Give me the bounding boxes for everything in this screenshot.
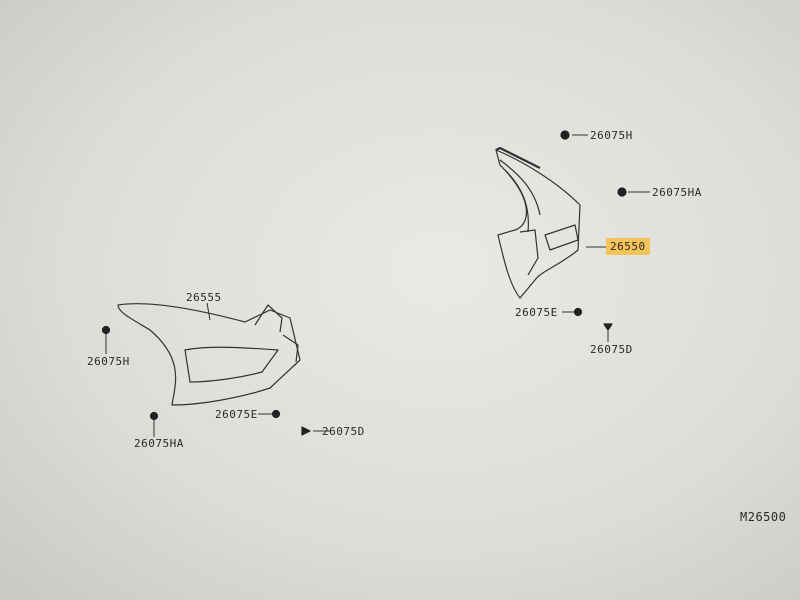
label-26075e-left: 26075E — [215, 408, 258, 421]
label-26075d-right: 26075D — [590, 343, 633, 356]
label-26550-highlighted: 26550 — [606, 238, 650, 255]
label-26075ha-left: 26075HA — [134, 437, 184, 450]
diagram-reference-code: M26500 — [740, 510, 787, 524]
label-26075h-right: 26075H — [590, 129, 633, 142]
left-lamp-outline — [117, 303, 301, 406]
label-26075ha-right: 26075HA — [652, 186, 702, 199]
label-26075h-left: 26075H — [87, 355, 130, 368]
right-lamp-outline — [495, 146, 581, 299]
label-26075e-right: 26075E — [515, 306, 558, 319]
label-26555: 26555 — [186, 291, 222, 304]
label-26075d-left: 26075D — [322, 425, 365, 438]
fasteners — [101, 130, 627, 436]
leader-lines — [105, 134, 650, 437]
